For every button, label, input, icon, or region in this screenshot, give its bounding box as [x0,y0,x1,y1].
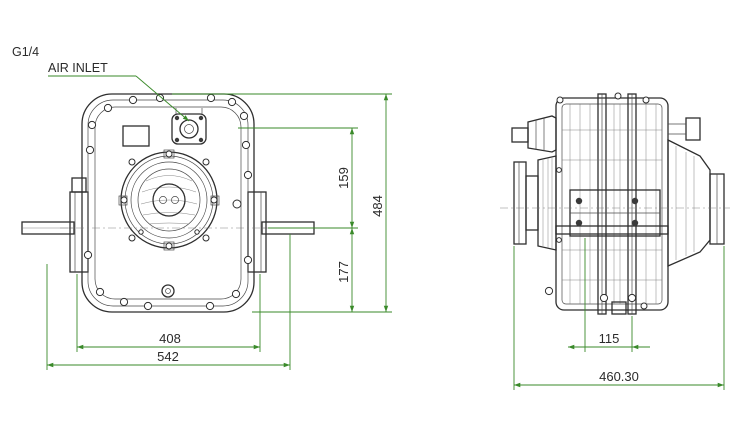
side-port [71,177,87,193]
side-view-dimensions: 115 460.30 [513,238,725,390]
air-inlet-label: AIR INLET [48,61,108,75]
dim-upper-height: 159 [336,167,351,189]
left-side-flange [69,191,89,273]
dim-foot-width: 115 [599,331,620,346]
housing-outer [81,93,255,313]
air-inlet-callout: G1/4 AIR INLET [12,45,190,122]
clutch-ring-bolts [120,150,218,250]
dim-lower-height: 177 [336,261,351,283]
drain-plug [161,284,175,298]
front-view-dimensions: 159 177 484 408 542 [46,93,392,370]
nameplate [122,125,150,147]
input-flange [513,161,527,245]
front-view [21,93,315,313]
dim-total-height: 484 [370,195,385,217]
housing-perimeter-bolts [83,93,253,311]
dim-total-width: 542 [157,349,179,364]
dim-side-length: 460.30 [599,369,639,384]
dim-mount-width: 408 [159,331,181,346]
side-view [500,92,730,315]
thread-size-label: G1/4 [12,45,39,59]
housing-rim [87,99,249,307]
clutch-assembly [118,149,220,251]
air-inlet-fitting [171,108,207,145]
